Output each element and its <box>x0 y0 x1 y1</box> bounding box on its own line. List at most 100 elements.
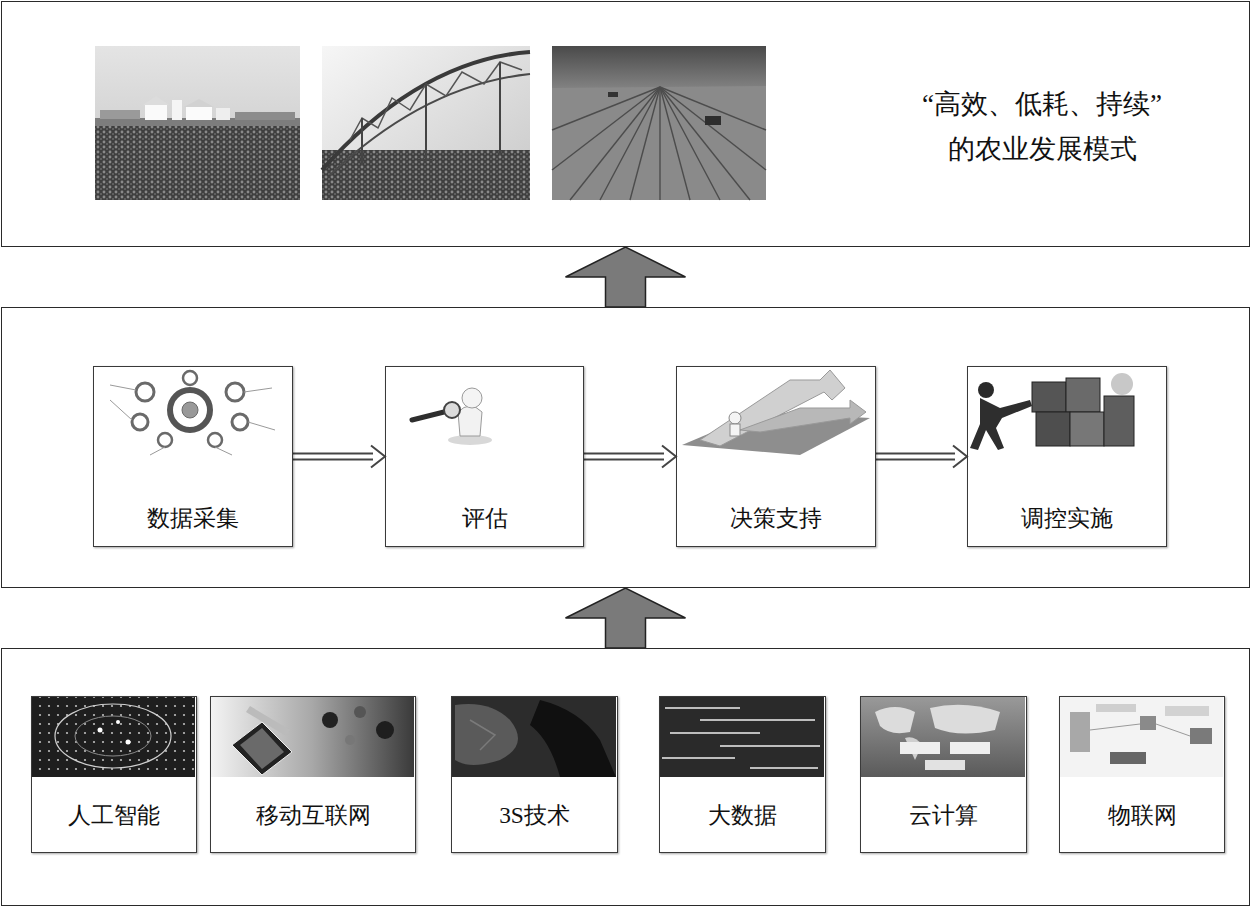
cloud-computing-image-part <box>900 742 940 754</box>
field-photo-part-part <box>660 87 750 200</box>
technology-label: 3S技术 <box>452 778 617 852</box>
farm-photo-part <box>100 110 140 119</box>
technology-band: 人工智能移动互联网 3S技术大数据云计算物联网 <box>1 648 1250 906</box>
block-arrow <box>566 588 686 648</box>
irrigation-photo-part <box>361 118 363 165</box>
iot-image-part <box>1090 724 1190 736</box>
field-photo-part <box>552 46 766 200</box>
technology-box: 人工智能 <box>31 696 197 853</box>
magnifier-figure-icon-part <box>462 388 482 408</box>
big-data-image-part-part <box>662 757 735 759</box>
gear-network-icon-part <box>182 402 198 418</box>
technology-box: 大数据 <box>659 696 826 853</box>
irrigation-photo-part <box>418 159 434 161</box>
process-box: 决策支持 <box>676 366 876 547</box>
step-label: 数据采集 <box>94 504 292 546</box>
step-label: 评估 <box>386 504 583 546</box>
pushing-person-icon-part <box>970 398 1032 450</box>
decision-arrows-icon-part <box>730 424 740 436</box>
3s-image-part <box>455 704 518 765</box>
technology-label: 大数据 <box>660 778 825 852</box>
big-data-image-part-part <box>670 732 760 734</box>
field-photo-part <box>552 86 766 200</box>
technology-label: 人工智能 <box>32 778 196 852</box>
farm-photo-part <box>184 99 214 107</box>
field-photo-part-part <box>630 87 660 200</box>
farm-photo-part <box>235 112 295 120</box>
technology-label: 物联网 <box>1060 778 1224 852</box>
iot-image-part <box>1096 704 1136 712</box>
ai-image-part <box>75 716 151 756</box>
arrow-shaft-inner <box>876 455 957 459</box>
arrow-shaft-inner <box>293 455 375 459</box>
magnifier-figure-icon <box>412 388 492 445</box>
pushing-person-icon-part <box>978 382 994 398</box>
mobile-internet-image <box>210 696 414 777</box>
iot-image-part <box>1165 706 1209 716</box>
iot-image-part <box>1140 716 1156 730</box>
iot-image-part <box>1059 696 1223 777</box>
field-photo-part-part <box>660 87 766 130</box>
mobile-internet-image-part <box>210 696 414 777</box>
farm-photo-part <box>95 126 300 200</box>
big-data-image-part <box>659 696 824 777</box>
arrow-head <box>662 446 676 468</box>
pushing-person-icon <box>970 373 1134 450</box>
field-photo-part-part <box>660 87 766 170</box>
iot-image-part-part <box>1156 724 1190 736</box>
pushing-person-icon-part <box>1104 396 1134 446</box>
magnifier-figure-icon-part <box>458 406 482 436</box>
gear-network-icon-part-part <box>248 422 275 430</box>
mobile-internet-image-part <box>240 728 284 769</box>
field-photo-part-part <box>600 87 660 200</box>
technology-box: 移动互联网 <box>210 696 416 853</box>
big-data-image-part-part <box>750 767 818 769</box>
irrigation-photo-part <box>322 52 530 170</box>
step-label: 决策支持 <box>677 504 875 546</box>
flow-arrow <box>566 247 686 307</box>
3s-image <box>451 696 616 777</box>
technology-box: 云计算 <box>860 696 1027 853</box>
technology-box: 3S技术 <box>451 696 618 853</box>
decision-arrows-icon-part <box>729 412 741 424</box>
flow-arrow <box>566 588 686 648</box>
gear-network-icon-part <box>158 433 172 447</box>
gear-network-icon-part-part <box>110 400 132 420</box>
gear-network-icon <box>110 371 275 455</box>
big-data-image <box>659 696 824 777</box>
mobile-internet-image-part <box>322 712 338 728</box>
pushing-person-icon-part <box>1032 382 1066 412</box>
pushing-person-icon-part <box>1111 373 1133 395</box>
flow-arrow <box>876 446 967 468</box>
field-photo-part-part <box>660 87 720 200</box>
3s-image-part <box>451 696 616 777</box>
outcome-band: “高效、低耗、持续” 的农业发展模式 <box>1 1 1250 247</box>
gear-network-icon-part-part <box>150 447 165 455</box>
farm-photo-part <box>172 100 182 120</box>
process-band: 数据采集 评估 决策支持 调控实施 <box>1 307 1250 588</box>
decision-arrows-icon-part <box>740 400 866 432</box>
farm-photo <box>95 46 300 200</box>
cloud-computing-image <box>860 696 1025 777</box>
cloud-computing-image-part <box>950 742 990 754</box>
big-data-image-part-part <box>665 707 740 709</box>
cloud-computing-image-part <box>925 760 965 770</box>
field-photo-part <box>705 116 721 125</box>
gear-network-icon-part <box>226 383 244 401</box>
farm-photo-part <box>216 108 230 120</box>
iot-image-part <box>1190 728 1212 744</box>
gear-network-icon-part <box>232 414 248 430</box>
3s-image-part <box>470 720 495 750</box>
ai-image <box>31 696 195 777</box>
gear-network-icon-part <box>183 371 197 385</box>
irrigation-photo <box>322 46 530 200</box>
gear-network-icon-part-part <box>244 388 272 392</box>
outcome-text: “高效、低耗、持续” 的农业发展模式 <box>860 82 1224 171</box>
field-photo-part-part <box>552 87 660 130</box>
process-box: 调控实施 <box>967 366 1167 547</box>
process-box: 评估 <box>385 366 584 547</box>
iot-image-part <box>1070 712 1090 752</box>
mobile-internet-image-part <box>246 706 290 736</box>
